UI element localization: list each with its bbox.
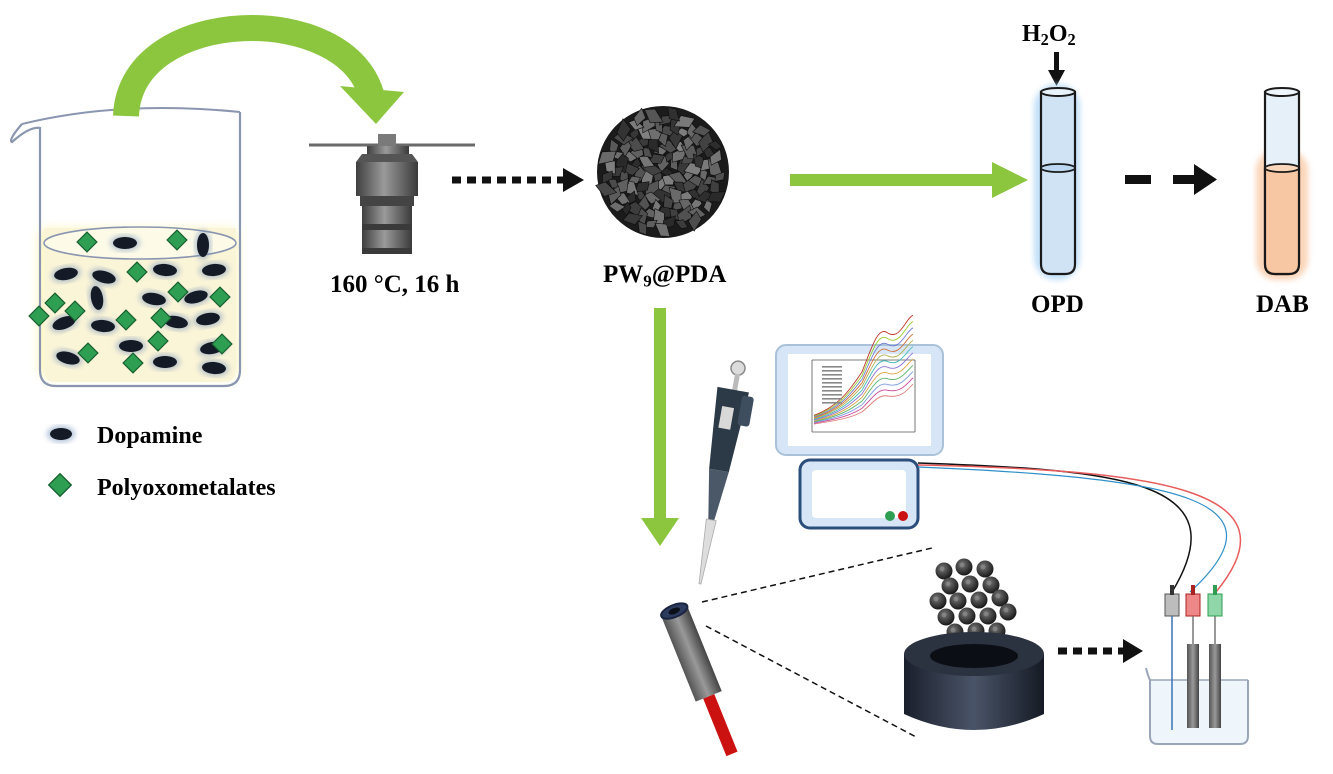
modified-electrode-surface [904, 558, 1044, 730]
dotted-arrow-1 [452, 168, 584, 192]
electrochemical-cell [1145, 585, 1249, 745]
legend-dopamine-label: Dopamine [97, 423, 203, 449]
legend-symbols [47, 426, 75, 498]
pipette-icon [698, 360, 754, 585]
glassy-carbon-electrode [660, 602, 738, 757]
zoom-lines [701, 547, 933, 739]
oxidant-label: H2O2 [1022, 21, 1076, 50]
polyoxometalate-legend-icon [47, 472, 73, 498]
oxidized-product-label: DAB [1256, 291, 1309, 318]
transfer-arrow [113, 15, 404, 124]
polyoxometalate-particles [28, 229, 233, 374]
autoclave-icon [309, 134, 475, 254]
potentiostat-monitor [775, 314, 944, 530]
arrow-down-modification [641, 308, 679, 546]
cv-plot-thumbnail [811, 314, 916, 433]
dab-tube [1256, 87, 1308, 280]
dashed-arrow-dab [1125, 164, 1217, 195]
dopamine-legend-icon [47, 426, 75, 442]
opd-tube [1034, 84, 1080, 280]
reaction-conditions-label: 160 °C, 16 h [330, 271, 460, 298]
legend-polyoxometalate-label: Polyoxometalates [97, 475, 276, 501]
arrow-to-opd [790, 162, 1028, 198]
product-label: PW9@PDA [603, 261, 727, 291]
h2o2-arrow [1048, 52, 1065, 86]
dopamine-particles [49, 230, 229, 377]
substrate-label: OPD [1031, 291, 1084, 318]
electrode-wires [917, 462, 1242, 593]
pw9-pda-sphere [595, 106, 729, 238]
dotted-arrow-2 [1058, 639, 1143, 663]
reaction-beaker [10, 107, 242, 388]
